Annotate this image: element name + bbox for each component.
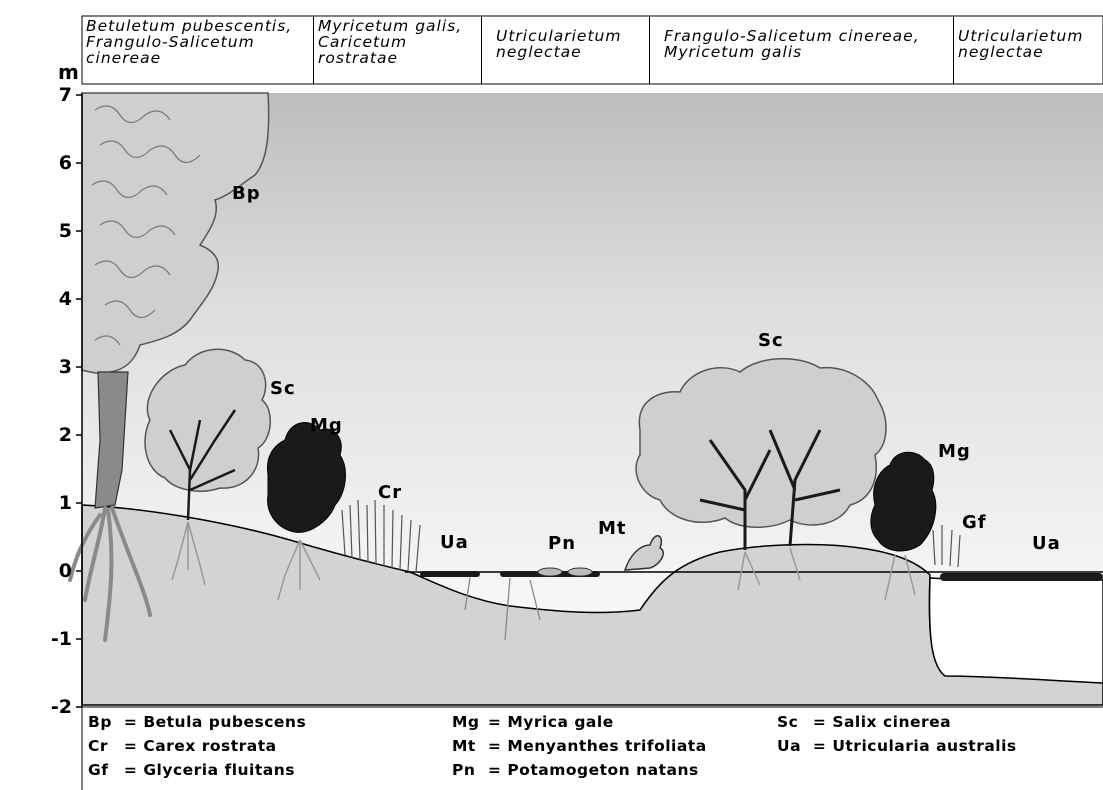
- legend-item-cr: Cr = Carex rostrata: [88, 737, 277, 755]
- legend-name: Utricularia australis: [832, 737, 1016, 755]
- y-axis-unit: m: [58, 60, 79, 84]
- label-cr: Cr: [378, 482, 402, 503]
- legend-name: Betula pubescens: [143, 713, 306, 731]
- header-cell-5-line-2: Utricularietum: [958, 28, 1099, 44]
- legend-item-gf: Gf = Glyceria fluitans: [88, 761, 295, 779]
- legend-code: Mg: [452, 713, 482, 731]
- legend-code: Cr: [88, 737, 118, 755]
- y-axis-ticks: [76, 95, 82, 707]
- legend-eq: =: [124, 713, 138, 731]
- header-cell-3-line-3: neglectae: [496, 44, 645, 60]
- y-tick-label: -1: [32, 629, 72, 649]
- legend-name: Menyanthes trifoliata: [507, 737, 706, 755]
- y-tick-label: 2: [32, 425, 72, 445]
- header-cell-1: Betuletum pubescentis, Frangulo-Salicetu…: [82, 16, 314, 84]
- legend-name: Carex rostrata: [143, 737, 276, 755]
- legend-eq: =: [488, 761, 502, 779]
- header-cell-4-line-3: Myricetum galis: [664, 44, 949, 60]
- header-cell-2-line-3: rostratae: [318, 50, 477, 66]
- header-cell-1-line-1: Betuletum pubescentis,: [86, 18, 309, 34]
- legend-name: Myrica gale: [507, 713, 613, 731]
- legend-item-mg: Mg = Myrica gale: [452, 713, 614, 731]
- legend-code: Bp: [88, 713, 118, 731]
- deep-pool: [930, 578, 1103, 683]
- legend-code: Mt: [452, 737, 482, 755]
- label-ua-left: Ua: [440, 532, 469, 553]
- legend-name: Glyceria fluitans: [143, 761, 295, 779]
- legend-eq: =: [488, 737, 502, 755]
- header-cell-4-line-2: Frangulo-Salicetum cinereae,: [664, 28, 949, 44]
- label-pn: Pn: [548, 533, 576, 554]
- label-bp: Bp: [232, 183, 261, 204]
- y-tick-label: 1: [32, 493, 72, 513]
- legend-item-bp: Bp = Betula pubescens: [88, 713, 306, 731]
- header-cell-3-line-2: Utricularietum: [496, 28, 645, 44]
- legend-code: Ua: [777, 737, 807, 755]
- header-cell-5: Utricularietum neglectae: [954, 16, 1103, 84]
- legend-item-pn: Pn = Potamogeton natans: [452, 761, 699, 779]
- header-cell-2-line-1: Myricetum galis,: [318, 18, 477, 34]
- legend-name: Potamogeton natans: [507, 761, 698, 779]
- legend-code: Pn: [452, 761, 482, 779]
- legend-eq: =: [124, 737, 138, 755]
- legend-code: Sc: [777, 713, 807, 731]
- legend-item-mt: Mt = Menyanthes trifoliata: [452, 737, 707, 755]
- legend-eq: =: [488, 713, 502, 731]
- label-mt: Mt: [598, 518, 627, 539]
- label-gf: Gf: [962, 512, 987, 533]
- legend-name: Salix cinerea: [832, 713, 951, 731]
- label-ua-right: Ua: [1032, 533, 1061, 554]
- legend-eq: =: [813, 713, 827, 731]
- legend-eq: =: [813, 737, 827, 755]
- y-tick-label: 4: [32, 289, 72, 309]
- legend-code: Gf: [88, 761, 118, 779]
- label-sc-left: Sc: [270, 378, 296, 399]
- label-mg-right: Mg: [938, 441, 971, 462]
- y-tick-label: 3: [32, 357, 72, 377]
- header-cell-1-line-2: Frangulo-Salicetum: [86, 34, 309, 50]
- y-tick-label: 0: [32, 561, 72, 581]
- y-tick-label: 7: [32, 85, 72, 105]
- header-cell-3: Utricularietum neglectae: [482, 16, 650, 84]
- label-mg-left: Mg: [310, 415, 343, 436]
- legend-item-sc: Sc = Salix cinerea: [777, 713, 951, 731]
- label-sc-right: Sc: [758, 330, 784, 351]
- header-cell-1-line-3: cinereae: [86, 50, 309, 66]
- header-cell-4: Frangulo-Salicetum cinereae, Myricetum g…: [650, 16, 954, 84]
- legend-eq: =: [124, 761, 138, 779]
- header-cell-2-line-2: Caricetum: [318, 34, 477, 50]
- legend-item-ua: Ua = Utricularia australis: [777, 737, 1017, 755]
- y-tick-label: 6: [32, 153, 72, 173]
- y-tick-label: 5: [32, 221, 72, 241]
- header-cell-2: Myricetum galis, Caricetum rostratae: [314, 16, 482, 84]
- header-cell-5-line-3: neglectae: [958, 44, 1099, 60]
- y-tick-label: -2: [32, 697, 72, 717]
